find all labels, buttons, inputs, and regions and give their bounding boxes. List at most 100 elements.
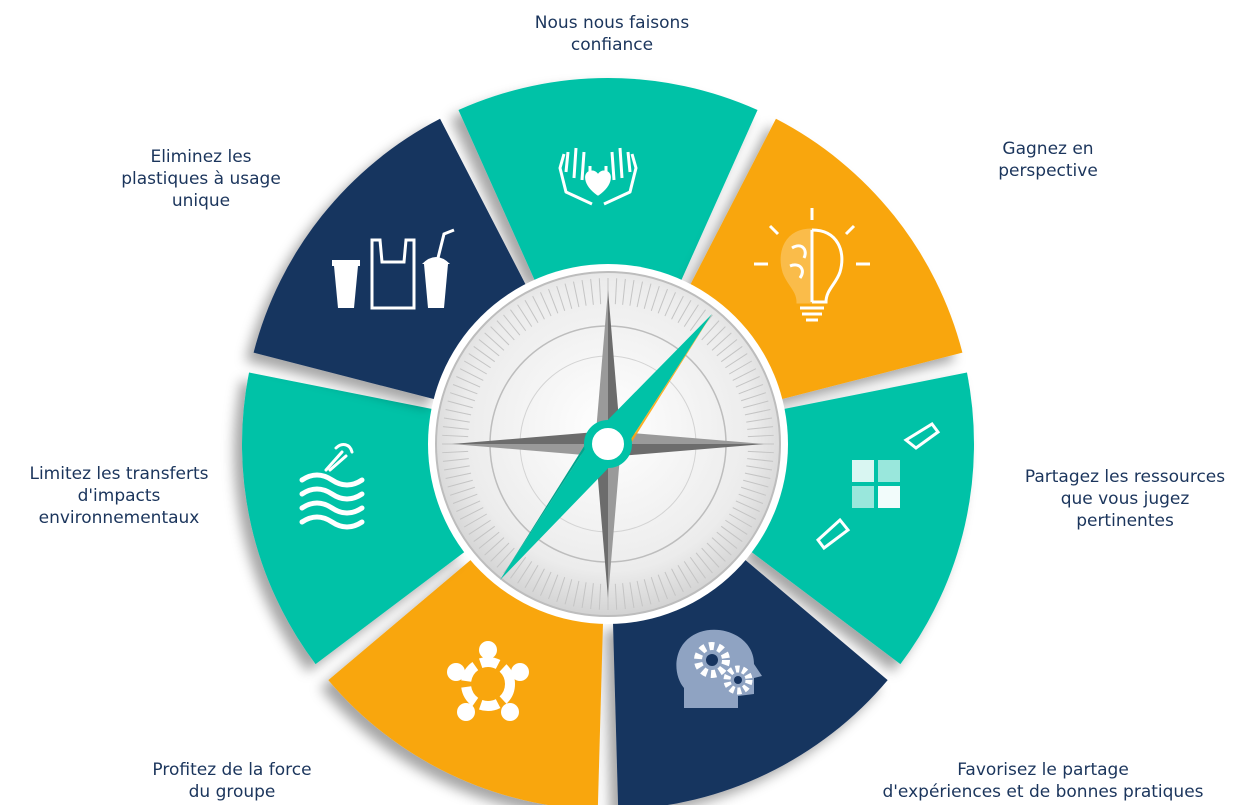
compass-tick bbox=[452, 493, 478, 504]
compass-tick bbox=[643, 579, 652, 605]
compass-tick bbox=[452, 384, 478, 395]
compass-tick bbox=[657, 288, 668, 314]
compass-tick bbox=[442, 458, 469, 462]
compass-tick bbox=[689, 556, 706, 579]
compass-tick bbox=[629, 582, 635, 609]
compass-tick bbox=[478, 531, 500, 549]
compass-tick bbox=[728, 513, 753, 528]
compass-tick bbox=[468, 519, 491, 535]
compass-tick bbox=[706, 326, 726, 346]
compass-tick bbox=[711, 537, 732, 556]
compass-tick bbox=[478, 339, 500, 357]
brain-lightbulb-icon bbox=[754, 208, 870, 322]
compass-tick bbox=[711, 332, 732, 351]
compass-tick bbox=[447, 479, 473, 488]
compass bbox=[428, 264, 788, 624]
compass-tick bbox=[725, 519, 748, 535]
compass-tick bbox=[643, 283, 652, 309]
compass-tick bbox=[614, 583, 618, 610]
compass-tick bbox=[443, 417, 470, 423]
compass-tick bbox=[581, 582, 587, 609]
compass-tick bbox=[650, 576, 660, 603]
compass-tick bbox=[744, 408, 771, 416]
compass-tick bbox=[564, 579, 573, 605]
plastic-items-icon bbox=[332, 228, 455, 310]
compass-tick bbox=[449, 392, 476, 402]
compass-tick bbox=[636, 580, 644, 607]
compass-needle bbox=[500, 314, 712, 580]
compass-tick bbox=[496, 547, 515, 568]
compass-tick bbox=[743, 400, 769, 409]
compass-tick bbox=[622, 583, 626, 610]
compass-tick bbox=[490, 542, 510, 562]
compass-tick bbox=[744, 472, 771, 480]
compass-tick bbox=[473, 346, 496, 363]
compass-tick bbox=[456, 376, 481, 388]
compass-tick bbox=[490, 326, 510, 346]
label-line: Favorisez le partage bbox=[957, 760, 1129, 780]
label-groupe: Profitez de la force du groupe bbox=[112, 759, 352, 803]
label-line: perspective bbox=[998, 161, 1098, 181]
icons-group bbox=[299, 147, 941, 721]
compass-tick bbox=[695, 552, 713, 574]
label-perspective: Gagnez en perspective bbox=[938, 138, 1158, 182]
compass-tick bbox=[517, 304, 533, 327]
compass-hub bbox=[584, 420, 632, 468]
label-line: unique bbox=[171, 191, 231, 211]
compass-tick bbox=[732, 368, 757, 381]
compass-tick bbox=[747, 434, 774, 438]
label-plastiques: Eliminez les plastiques à usage unique bbox=[96, 146, 306, 212]
compass-tick bbox=[459, 368, 484, 381]
label-line: que vous jugez bbox=[1060, 489, 1190, 509]
segments-group bbox=[241, 77, 974, 809]
compass-tick bbox=[556, 576, 566, 603]
compass-tick bbox=[532, 295, 545, 320]
compass-tick bbox=[443, 465, 470, 471]
compass-tick bbox=[556, 285, 566, 312]
compass-tick bbox=[716, 339, 738, 357]
compass-tick bbox=[484, 537, 505, 556]
puzzle-hands-icon bbox=[815, 422, 941, 551]
compass-tick bbox=[496, 320, 515, 341]
compass-tick bbox=[463, 513, 488, 528]
compass-tick bbox=[540, 571, 552, 596]
label-line: Eliminez les bbox=[150, 147, 252, 167]
compass-tick bbox=[517, 561, 533, 584]
segment-impacts bbox=[241, 372, 466, 665]
compass-tick bbox=[447, 400, 473, 409]
compass-tick bbox=[442, 434, 469, 438]
compass-tick bbox=[524, 564, 539, 589]
compass-tick bbox=[677, 299, 692, 324]
compass-tick bbox=[473, 525, 496, 542]
compass-tick bbox=[510, 309, 527, 332]
compass-tick bbox=[622, 278, 626, 305]
compass-tick bbox=[524, 299, 539, 324]
compass-tick bbox=[738, 384, 764, 395]
segment-plastiques bbox=[253, 118, 527, 400]
compass-tick bbox=[590, 278, 594, 305]
label-line: Partagez les ressources bbox=[1024, 467, 1226, 487]
compass-tick bbox=[456, 500, 481, 512]
compass-tick bbox=[629, 279, 635, 306]
team-circle-icon bbox=[447, 641, 529, 721]
compass-tick bbox=[442, 426, 469, 430]
compass-tick bbox=[572, 580, 580, 607]
compass-tick bbox=[706, 542, 726, 562]
fish-water-icon bbox=[299, 443, 365, 530]
label-line: d'expériences et de bonnes pratiques bbox=[882, 782, 1204, 802]
compass-tick bbox=[701, 547, 720, 568]
label-line: Limitez les transferts bbox=[29, 464, 209, 484]
label-line: du groupe bbox=[188, 782, 276, 802]
compass-tick bbox=[657, 574, 668, 600]
compass-tick bbox=[636, 281, 644, 308]
compass-tick bbox=[484, 332, 505, 351]
label-line: plastiques à usage bbox=[121, 169, 281, 189]
compass-tick bbox=[720, 346, 743, 363]
segment-perspective bbox=[689, 118, 963, 400]
label-line: d'impacts bbox=[77, 486, 161, 506]
compass-tick bbox=[598, 278, 602, 305]
compass-tick bbox=[701, 320, 720, 341]
compass-tick bbox=[740, 392, 767, 402]
compass-tick bbox=[747, 458, 774, 462]
